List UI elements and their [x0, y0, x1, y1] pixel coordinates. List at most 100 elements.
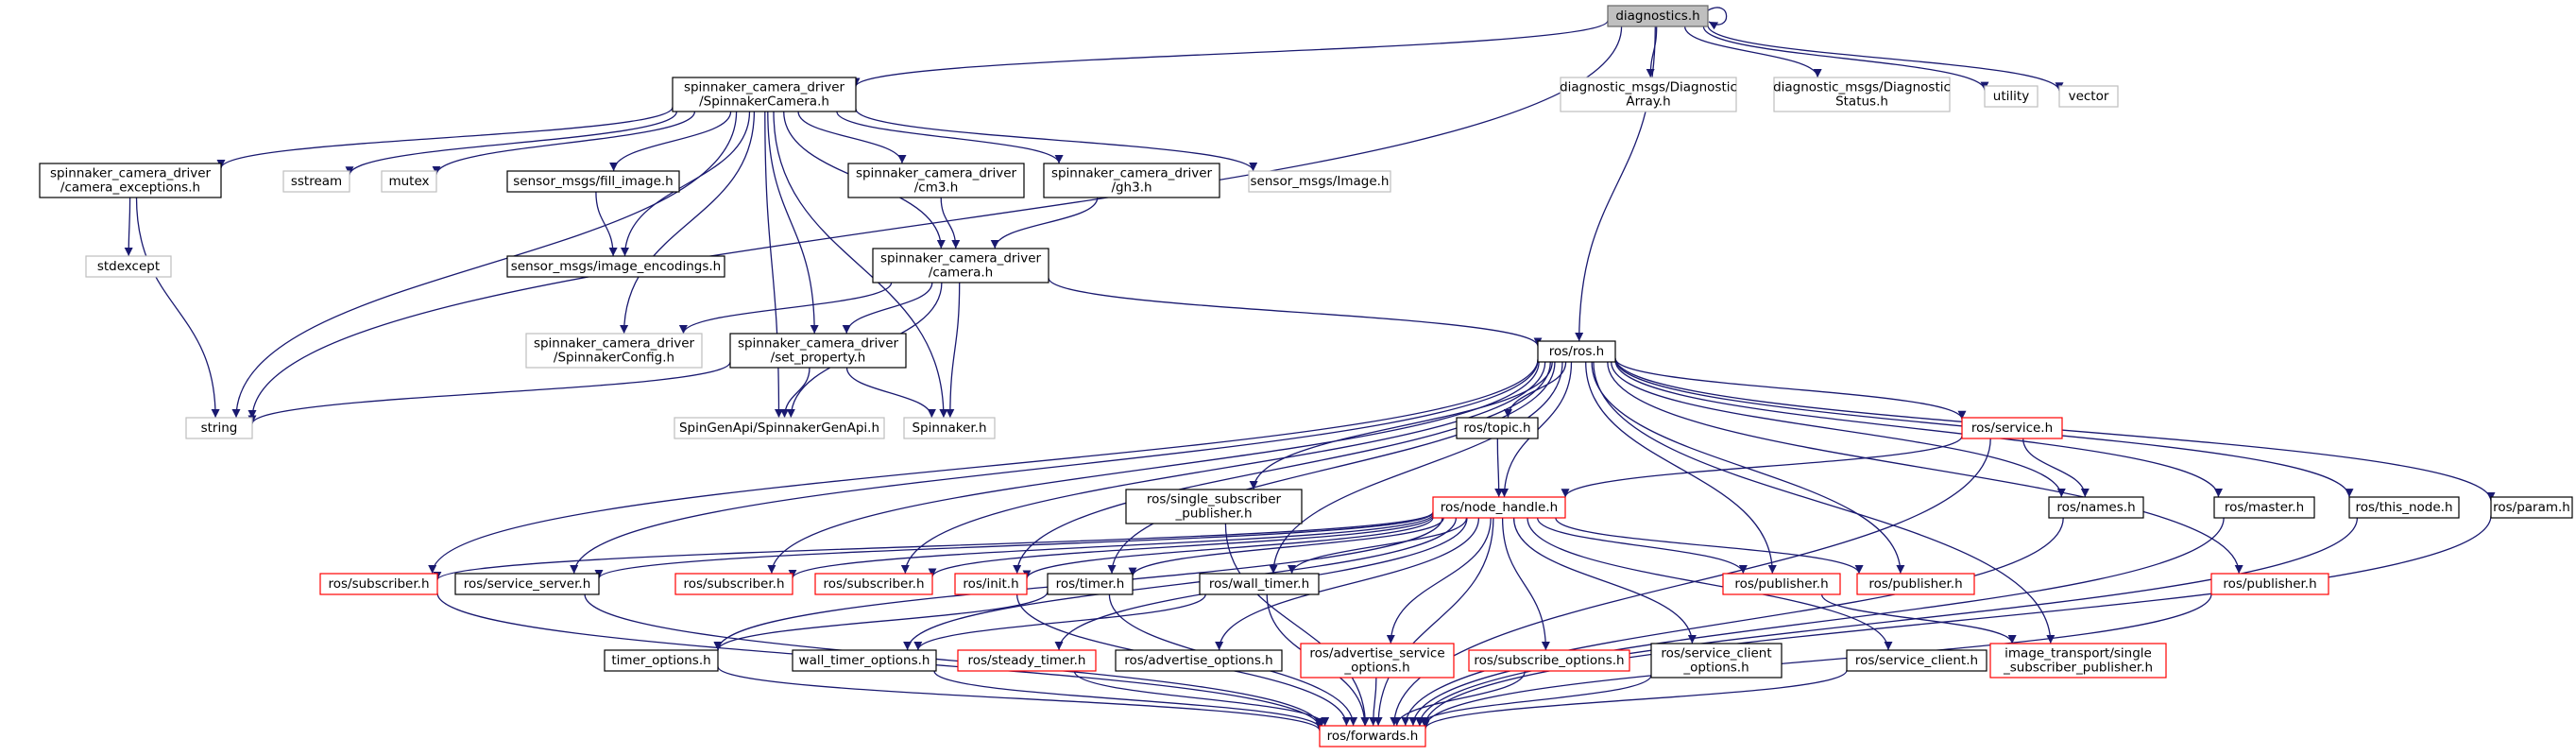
- edge-publisher3-to-forwards: [1421, 593, 2212, 728]
- node-label: ros/subscribe_options.h: [1474, 653, 1624, 668]
- node-box: [729, 333, 907, 369]
- node-timer[interactable]: ros/timer.h: [1047, 573, 1134, 595]
- edge-master-to-forwards: [1408, 517, 2225, 727]
- edge-spincam-to-setprop: [767, 111, 819, 335]
- node-label: Array.h: [1626, 94, 1670, 110]
- node-walltimer[interactable]: ros/wall_timer.h: [1199, 573, 1320, 595]
- node-master[interactable]: ros/master.h: [2213, 496, 2315, 519]
- node-box: [381, 170, 437, 193]
- node-advopts[interactable]: ros/advertise_options.h: [1115, 649, 1283, 672]
- node-publisher3[interactable]: ros/publisher.h: [2210, 573, 2329, 595]
- node-label: SpinGenApi/SpinnakerGenApi.h: [679, 421, 879, 436]
- node-label: sensor_msgs/Image.h: [1251, 174, 1390, 189]
- edge-ros-to-names: [1611, 361, 2066, 498]
- node-setprop[interactable]: spinnaker_camera_driver/set_property.h: [729, 333, 907, 369]
- node-forwards[interactable]: ros/forwards.h: [1319, 725, 1426, 747]
- node-box: [2048, 496, 2144, 519]
- edge-nodehandle-to-walltimer: [1288, 517, 1468, 575]
- node-box: [1989, 643, 2167, 679]
- node-thisnode[interactable]: ros/this_node.h: [2348, 496, 2460, 519]
- node-box: [604, 649, 719, 672]
- node-label: ros/service_server.h: [464, 576, 591, 592]
- node-init[interactable]: ros/init.h: [954, 573, 1028, 595]
- node-svcclient[interactable]: ros/service_client.h: [1846, 649, 1987, 672]
- node-utility: utility: [1984, 85, 2039, 108]
- node-advsvcopts[interactable]: ros/advertise_service_options.h: [1300, 643, 1455, 679]
- node-label: ros/publisher.h: [1868, 576, 1962, 592]
- node-label: /camera.h: [929, 266, 993, 281]
- node-label: ros/param.h: [2493, 500, 2570, 515]
- node-subscriber2[interactable]: ros/subscriber.h: [674, 573, 793, 595]
- node-box: [1468, 649, 1630, 672]
- node-label: spinnaker_camera_driver: [684, 80, 845, 95]
- node-nodehandle[interactable]: ros/node_handle.h: [1432, 496, 1566, 519]
- node-label: mutex: [388, 174, 429, 189]
- edge-spincam-to-sstream: [345, 111, 677, 176]
- node-publisher1[interactable]: ros/publisher.h: [1722, 573, 1841, 595]
- node-label: ros/subscriber.h: [683, 576, 784, 592]
- node-ros[interactable]: ros/ros.h: [1537, 340, 1616, 363]
- node-box: [1961, 417, 2063, 439]
- node-cm3[interactable]: spinnaker_camera_driver/cm3.h: [847, 163, 1025, 198]
- node-label: /camera_exceptions.h: [60, 180, 200, 196]
- node-box: [282, 170, 350, 193]
- node-topic[interactable]: ros/topic.h: [1456, 417, 1539, 439]
- node-imgtransport[interactable]: image_transport/single_subscriber_publis…: [1989, 643, 2167, 679]
- node-imgenc[interactable]: sensor_msgs/image_encodings.h: [506, 255, 725, 278]
- node-box: [674, 417, 885, 439]
- node-box: [1432, 496, 1566, 519]
- node-publisher2[interactable]: ros/publisher.h: [1856, 573, 1975, 595]
- node-timeropts[interactable]: timer_options.h: [604, 649, 719, 672]
- edge-ros-to-timer: [1107, 361, 1556, 575]
- edge-camera-to-setprop: [842, 282, 933, 335]
- node-names[interactable]: ros/names.h: [2048, 496, 2144, 519]
- edge-names-to-forwards: [1401, 517, 2064, 727]
- node-param[interactable]: ros/param.h: [2490, 496, 2573, 519]
- edge-singlesub-to-forwards: [1224, 523, 1370, 727]
- node-label: wall_timer_options.h: [799, 653, 930, 668]
- node-fillimg[interactable]: sensor_msgs/fill_image.h: [506, 170, 680, 193]
- node-gh3[interactable]: spinnaker_camera_driver/gh3.h: [1043, 163, 1220, 198]
- node-label: ros/service.h: [1971, 421, 2053, 436]
- node-label: _options.h: [1343, 661, 1409, 676]
- node-camexc[interactable]: spinnaker_camera_driver/camera_exception…: [39, 163, 222, 198]
- node-vector: vector: [2058, 85, 2119, 108]
- edge-camera-to-spinconfig: [678, 282, 893, 335]
- node-label: diagnostics.h: [1615, 9, 1699, 24]
- edge-ros-to-subscriber2: [767, 361, 1540, 575]
- edge-camexc-to-string: [135, 197, 220, 419]
- node-label: spinnaker_camera_driver: [50, 166, 212, 181]
- edge-ros-to-publisher1: [1585, 361, 1777, 575]
- edge-nodehandle-to-walltimeropts: [903, 517, 1458, 651]
- node-box: [1319, 725, 1426, 747]
- node-label: sstream: [291, 174, 342, 189]
- node-box: [454, 573, 600, 595]
- edge-spincam-to-spinnaker: [773, 111, 948, 419]
- node-box: [1607, 5, 1709, 27]
- node-label: ros/publisher.h: [1734, 576, 1828, 592]
- node-label: ros/this_node.h: [2355, 500, 2452, 515]
- node-camera[interactable]: spinnaker_camera_driver/camera.h: [872, 248, 1049, 284]
- node-serviceserver[interactable]: ros/service_server.h: [454, 573, 600, 595]
- edge-nodehandle-to-subscriber1: [433, 511, 1434, 581]
- node-singlesub[interactable]: ros/single_subscriber_publisher.h: [1125, 489, 1303, 524]
- node-spincam[interactable]: spinnaker_camera_driver/SpinnakerCamera.…: [672, 77, 857, 112]
- edge-nodehandle-to-timer: [1128, 517, 1444, 576]
- node-stdexcept: stdexcept: [85, 255, 172, 278]
- node-label: sensor_msgs/image_encodings.h: [511, 259, 722, 274]
- node-subopts[interactable]: ros/subscribe_options.h: [1468, 649, 1630, 672]
- edge-spincam-to-genapi: [764, 111, 783, 419]
- node-steadytimer[interactable]: ros/steady_timer.h: [957, 649, 1097, 672]
- node-box: [2490, 496, 2573, 519]
- node-subscriber1[interactable]: ros/subscriber.h: [319, 573, 438, 595]
- node-subscriber3[interactable]: ros/subscriber.h: [814, 573, 933, 595]
- node-walltimeropts[interactable]: wall_timer_options.h: [792, 649, 937, 672]
- node-svcclientopts[interactable]: ros/service_client_options.h: [1650, 643, 1783, 679]
- edge-cm3-to-camera: [940, 197, 961, 249]
- edge-service-to-names: [2022, 438, 2090, 498]
- edge-setprop-to-spinnaker: [845, 367, 936, 419]
- edge-nodehandle-to-publisher1: [1536, 517, 1748, 575]
- node-box: [2348, 496, 2460, 519]
- node-service[interactable]: ros/service.h: [1961, 417, 2063, 439]
- node-diag[interactable]: diagnostics.h: [1607, 5, 1709, 27]
